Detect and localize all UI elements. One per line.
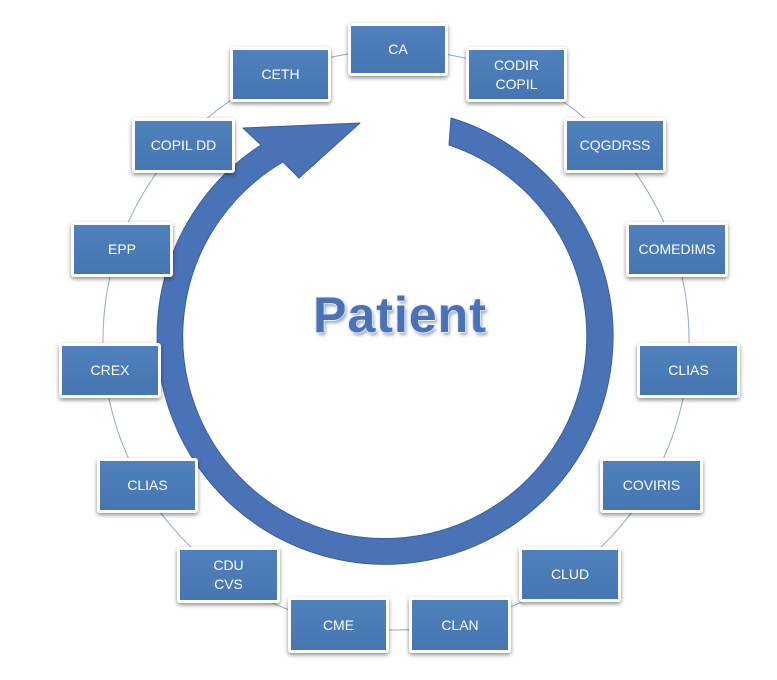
node-ceth[interactable]: CETH (230, 47, 331, 102)
node-label: CLIAS (127, 477, 168, 493)
cycle-arrow (156, 117, 614, 565)
node-codir-copil[interactable]: CODIR COPIL (466, 47, 567, 102)
node-label: CLAN (441, 616, 479, 633)
node-label: COVIRIS (622, 477, 681, 493)
node-label: COPIL DD (150, 137, 217, 153)
node-label: CODIR COPIL (493, 56, 540, 92)
node-label: CQGDRSS (579, 137, 651, 153)
node-coviris[interactable]: COVIRIS (600, 458, 703, 513)
node-clud[interactable]: CLUD (519, 547, 621, 602)
node-epp[interactable]: EPP (71, 222, 173, 277)
node-clias-left[interactable]: CLIAS (97, 458, 198, 513)
node-label: COMEDIMS (638, 241, 716, 257)
node-label: CME (322, 616, 355, 633)
node-cdu-cvs[interactable]: CDU CVS (177, 547, 280, 603)
node-label: CREX (90, 362, 130, 378)
node-ca[interactable]: CA (348, 23, 448, 76)
node-label: CLUD (550, 566, 590, 582)
node-clan[interactable]: CLAN (409, 597, 511, 653)
node-label: CA (388, 41, 408, 57)
node-copil-dd[interactable]: COPIL DD (132, 118, 235, 173)
node-cqgdrss[interactable]: CQGDRSS (564, 118, 666, 173)
center-label-patient: Patient (313, 287, 487, 343)
node-crex[interactable]: CREX (59, 343, 161, 398)
node-clias-right[interactable]: CLIAS (637, 343, 740, 398)
node-cme[interactable]: CME (288, 597, 389, 653)
node-label: EPP (107, 241, 136, 257)
node-label: CDU CVS (213, 557, 244, 592)
node-label: CLIAS (668, 362, 709, 378)
node-comedims[interactable]: COMEDIMS (626, 222, 728, 277)
node-label: CETH (261, 66, 300, 82)
